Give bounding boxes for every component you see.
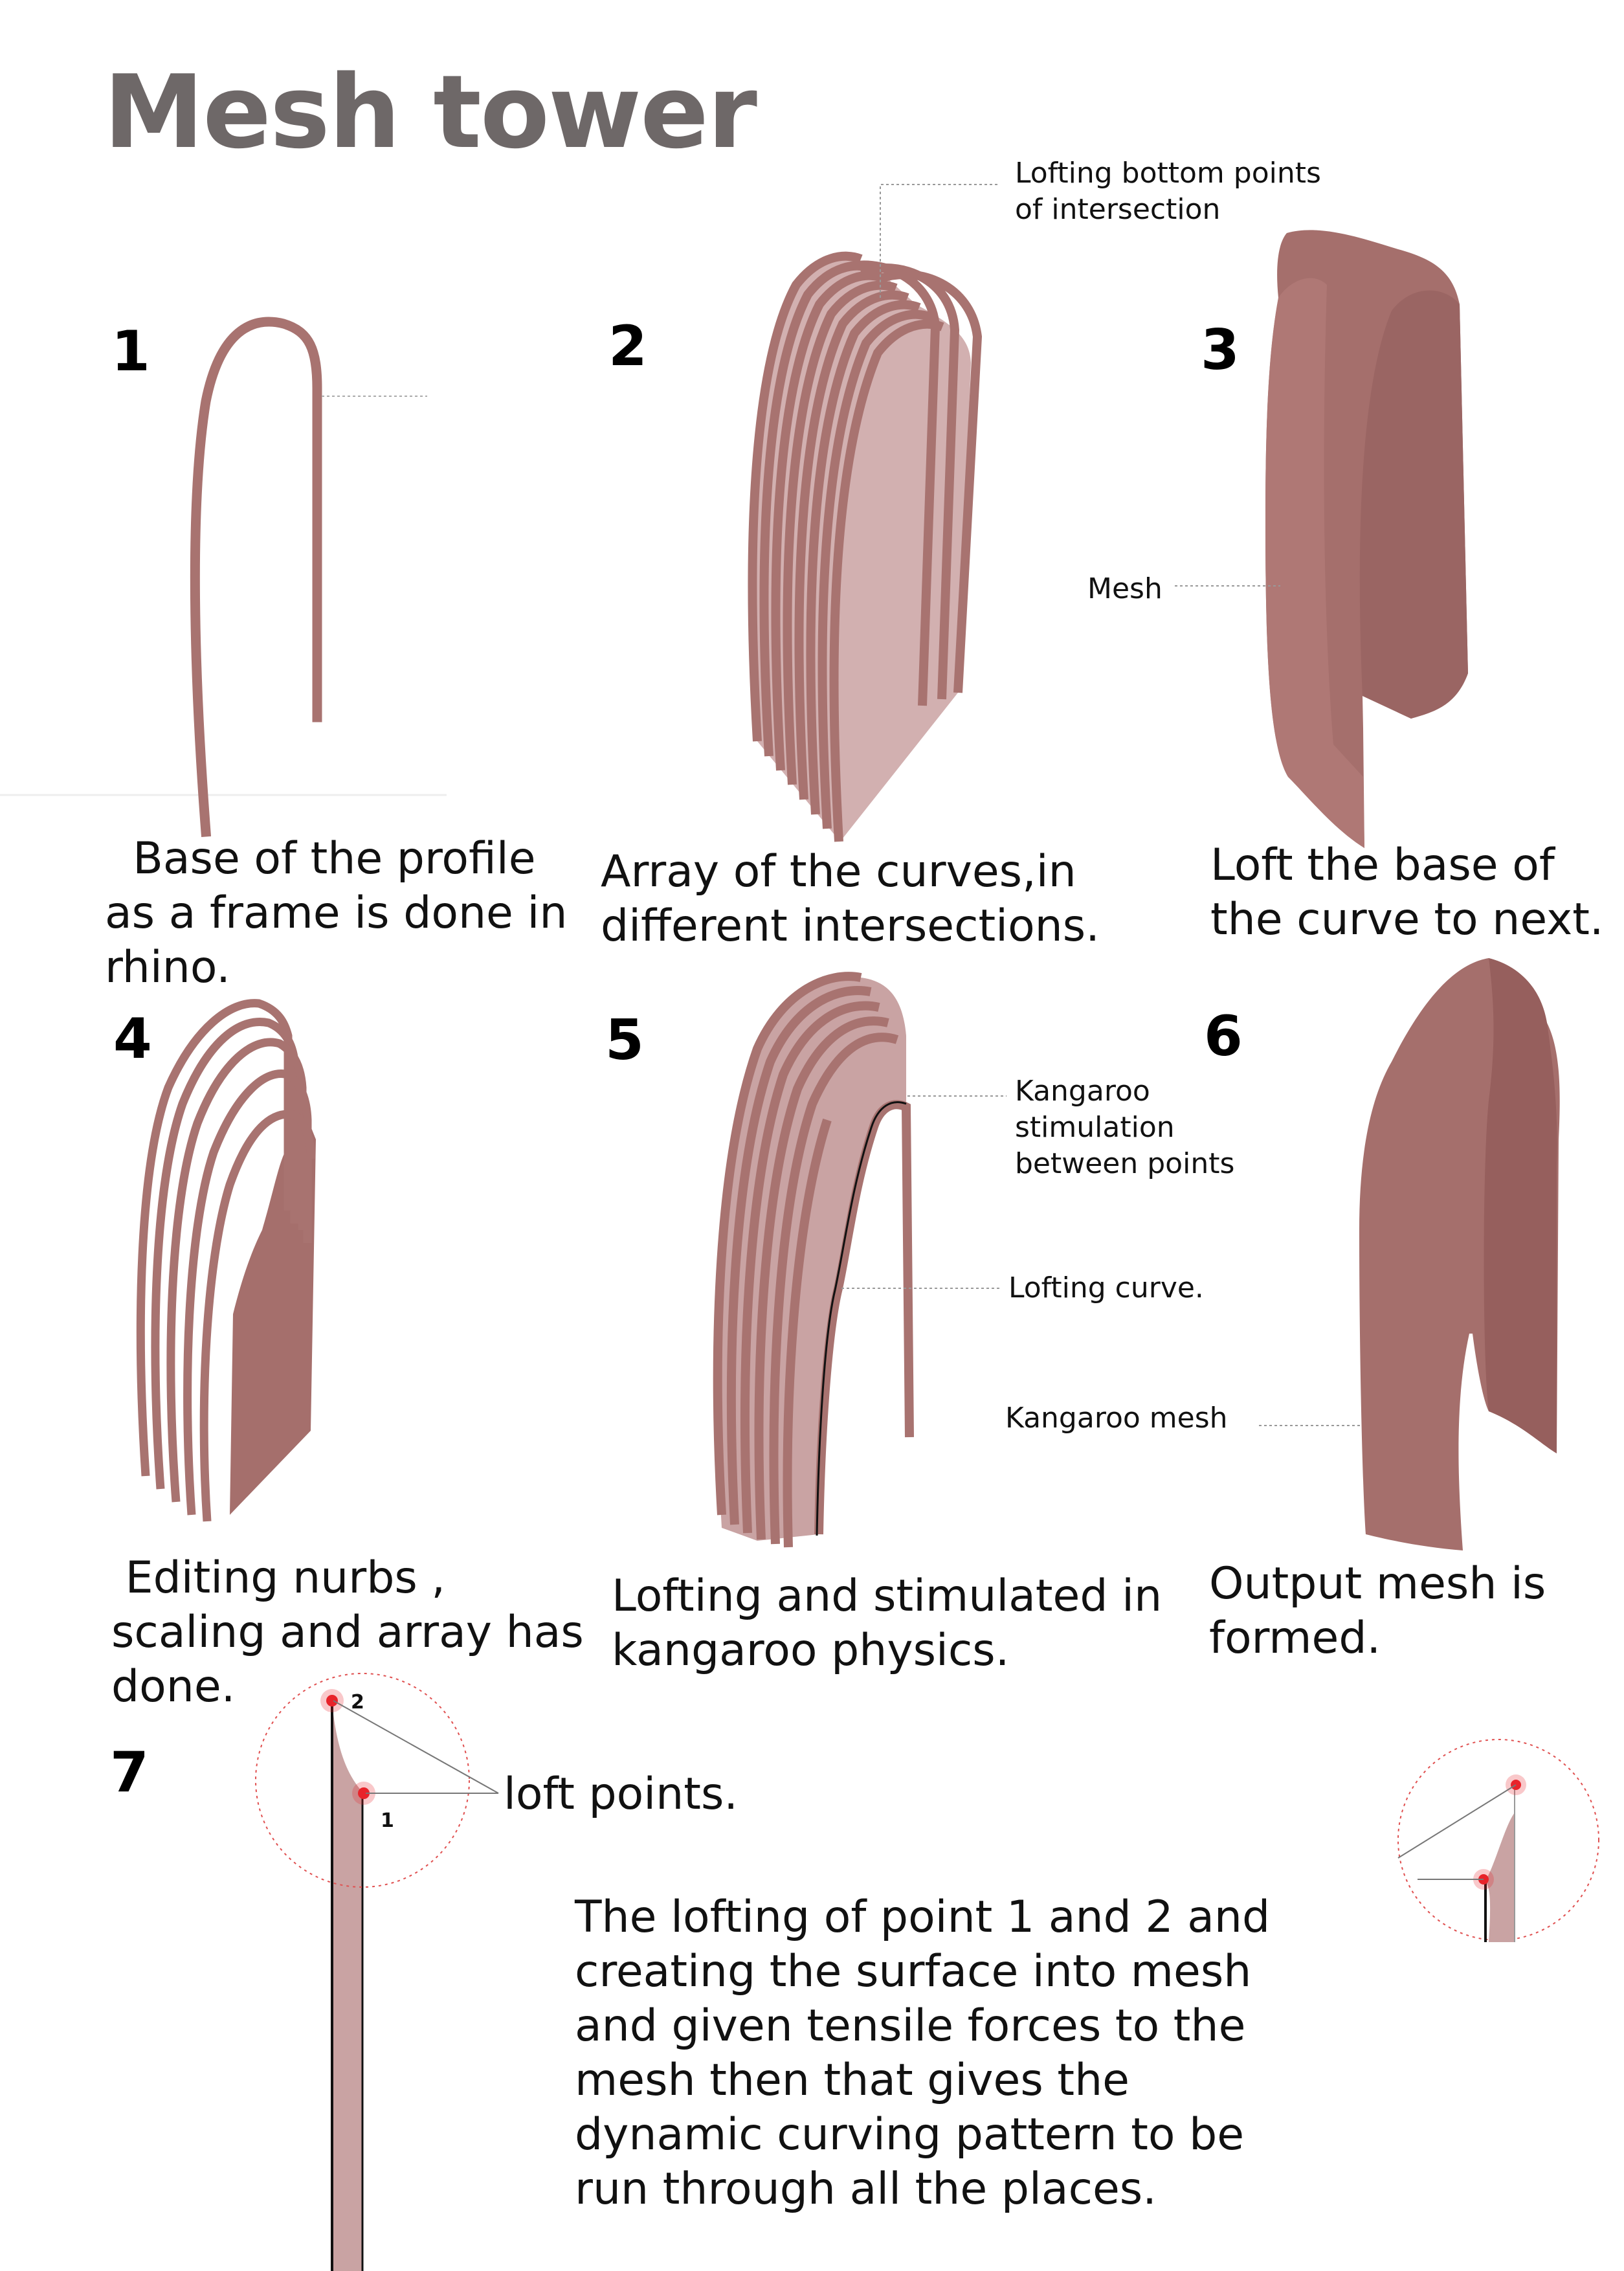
fig7-small-detail (1398, 1740, 1599, 1942)
fig4-edited-nurbs (140, 1003, 316, 1521)
fig7-leader-2 (333, 1701, 498, 1793)
fig1-profile-frame (195, 322, 427, 832)
fig7-loft-points-detail (256, 1673, 498, 2271)
fig5-kangaroo-lofted (717, 976, 1007, 1547)
fig3-lofted-mesh (1175, 230, 1468, 848)
fig2-curve-array (753, 185, 1001, 842)
point-2-marker (326, 1695, 338, 1706)
fig6-output-mesh (1259, 958, 1560, 1550)
